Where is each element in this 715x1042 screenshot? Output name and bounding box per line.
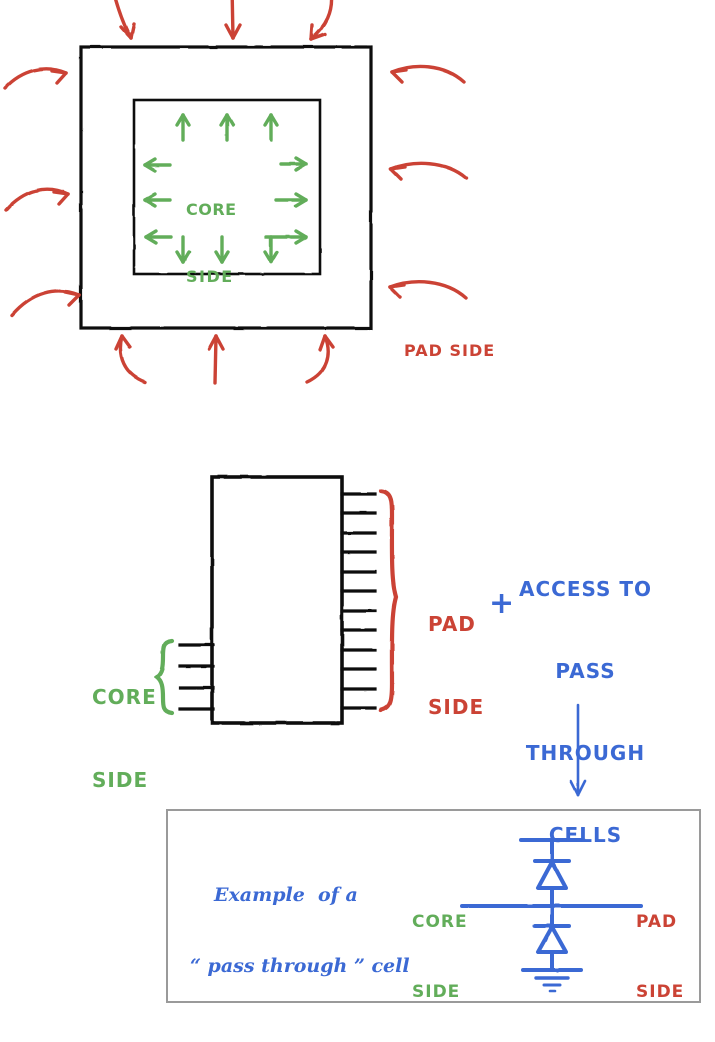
access-note-line4: CELLS	[548, 822, 623, 847]
core-side-label-line1: CORE	[186, 199, 237, 219]
pad-side-label-line2: SIDE	[428, 694, 485, 719]
pad-side-label-middle-panel: PAD SIDE	[428, 566, 484, 767]
core-arrow-left-1	[143, 157, 172, 173]
pass-through-cell-caption: Example of a “ pass through ” cell	[190, 836, 410, 1026]
core-side-brace	[153, 638, 175, 716]
access-note-line2: PASS	[555, 658, 616, 683]
access-note-line1: ACCESS TO	[518, 577, 652, 602]
core-arrow-up-1	[175, 113, 191, 142]
core-arrow-down-3	[263, 235, 279, 264]
core-side-label-top-panel: CORE SIDE	[186, 163, 237, 325]
pass-through-cell-example-box	[166, 809, 701, 1003]
core-arrow-left-3	[144, 229, 173, 245]
pad-side-label-line2: SIDE	[636, 982, 685, 1003]
core-arrow-right-3	[264, 229, 308, 245]
chip-outline	[79, 45, 373, 330]
core-arrow-left-2	[143, 192, 172, 208]
core-arrow-down-2	[214, 235, 230, 264]
access-note-line3: THROUGH	[525, 740, 646, 765]
chip-block	[210, 475, 344, 725]
caption-line2: “ pass through ” cell	[190, 954, 410, 977]
inbound-arrows-top	[114, 0, 334, 41]
core-side-label-line1: CORE	[92, 685, 157, 710]
pad-side-label-bottom-panel: PAD SIDE	[636, 872, 684, 1042]
inbound-arrows-right	[388, 64, 468, 300]
core-arrow-down-1	[175, 235, 191, 264]
inbound-arrows-bottom	[114, 334, 335, 385]
pad-side-label-top-panel: PAD SIDE	[404, 341, 496, 360]
core-outbound-arrows	[143, 113, 308, 264]
pad-side-pins	[340, 492, 377, 710]
caption-line1: Example of a	[214, 883, 358, 906]
core-side-label-line2: SIDE	[92, 767, 149, 792]
esd-diode-to-ground	[533, 924, 571, 954]
core-side-label-line2: SIDE	[186, 267, 234, 287]
core-side-label-bottom-panel: CORE SIDE	[412, 872, 468, 1042]
access-to-pass-through-cells-note: ACCESS TO PASS THROUGH CELLS	[513, 531, 658, 894]
pad-side-brace	[378, 488, 399, 713]
core-region	[132, 98, 322, 276]
core-side-pins	[178, 643, 215, 711]
esd-clamp-schematic	[460, 838, 643, 993]
inbound-arrows-left	[3, 67, 81, 317]
core-side-label-line1: CORE	[412, 912, 468, 933]
core-side-label-middle-panel: CORE SIDE	[92, 639, 157, 840]
core-side-label-line2: SIDE	[412, 982, 461, 1003]
plus-sign: +	[489, 586, 515, 621]
pad-side-label-line1: PAD	[428, 612, 476, 637]
pad-side-label-line1: PAD	[636, 912, 678, 933]
core-arrow-up-2	[219, 113, 235, 142]
flow-arrow-down	[569, 703, 587, 797]
core-arrow-right-2	[274, 192, 308, 208]
core-arrow-right-1	[279, 156, 308, 172]
ground-symbol	[521, 968, 583, 993]
core-arrow-up-3	[263, 113, 279, 142]
